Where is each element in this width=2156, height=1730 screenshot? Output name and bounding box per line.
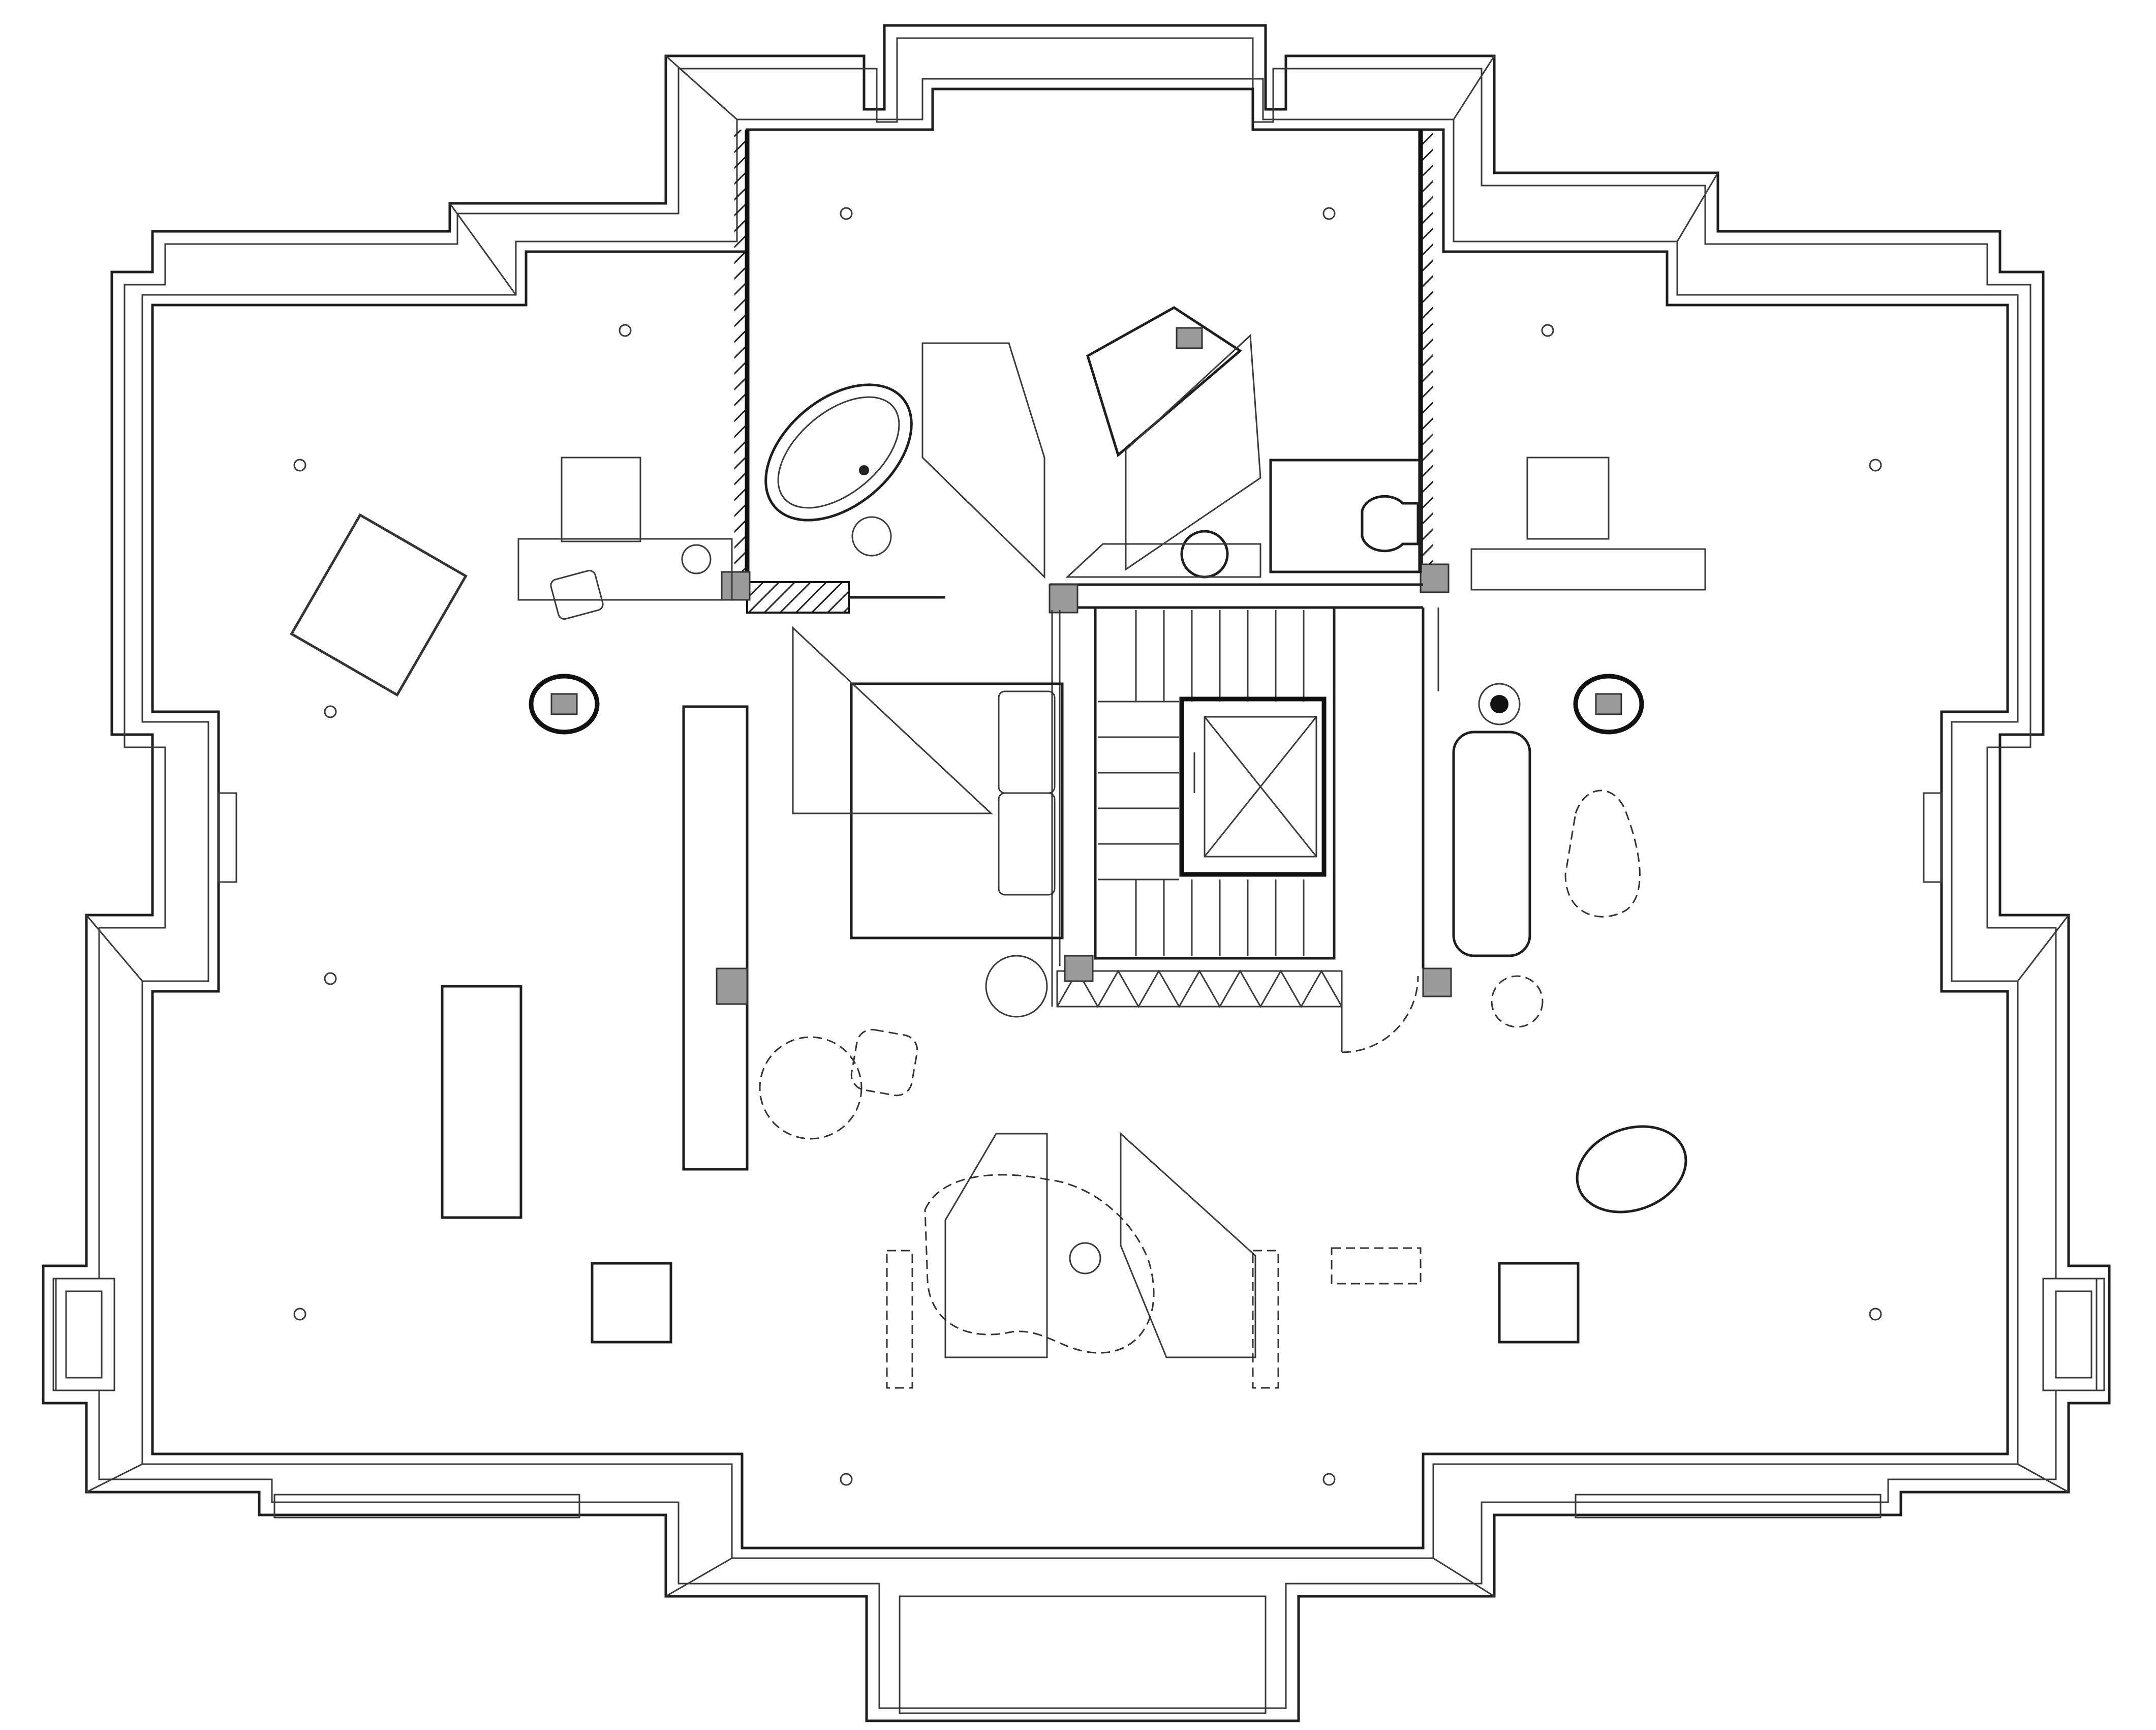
bathtub <box>764 383 913 522</box>
rug-right <box>1573 674 1644 735</box>
washbasin <box>1180 530 1229 579</box>
left-wing <box>290 457 1064 1344</box>
right-wing <box>1452 457 1706 1344</box>
sofa <box>1452 731 1531 957</box>
toilet <box>1361 495 1420 553</box>
shower <box>1086 306 1243 458</box>
ceiling-lights <box>293 207 1882 1486</box>
lower-center <box>886 1132 1422 1389</box>
bathroom <box>764 306 1422 579</box>
bed <box>850 682 1064 939</box>
wardrobe-left <box>682 705 749 1171</box>
stool <box>851 516 892 557</box>
outer-walls <box>42 24 2111 1722</box>
central-core <box>721 130 1452 1053</box>
rug-left <box>529 674 600 735</box>
stair-treads <box>1098 610 1305 956</box>
